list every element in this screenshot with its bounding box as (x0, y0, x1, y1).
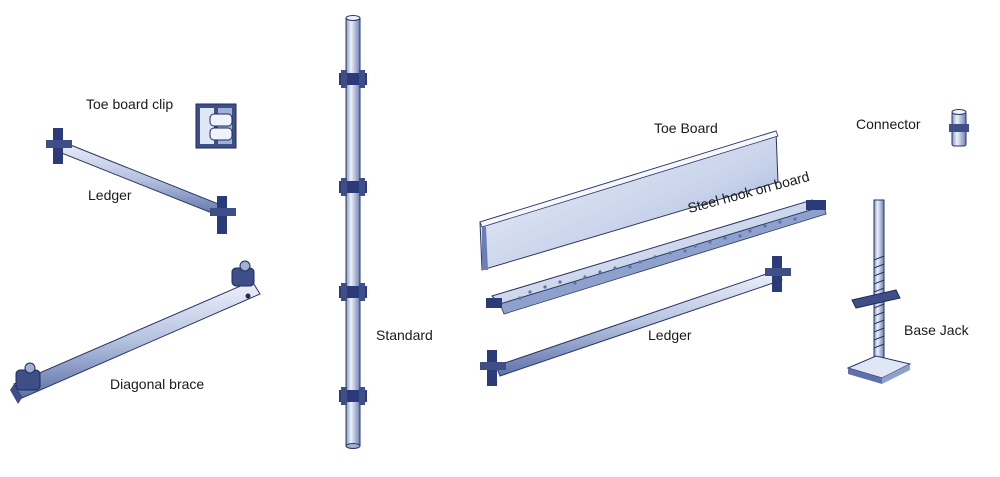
toe-board-clip (195, 103, 237, 149)
label-ledger-right: Ledger (648, 327, 692, 343)
base-jack-plate (846, 355, 912, 384)
ledger-left (46, 128, 236, 234)
standard-rosette (339, 387, 367, 405)
standard-rosette (339, 178, 367, 196)
steel-hook (486, 298, 502, 308)
ledger-right-end-fitting (480, 350, 506, 386)
base-jack (846, 199, 912, 384)
standard-rosette (339, 70, 367, 88)
label-toe-board: Toe Board (654, 120, 718, 136)
label-standard: Standard (376, 327, 433, 343)
standard (339, 15, 367, 449)
ledger-right (480, 256, 791, 386)
steel-hook (806, 200, 826, 210)
base-jack-thread (873, 255, 885, 349)
ledger-right-end-fitting (765, 256, 791, 292)
label-ledger-left: Ledger (88, 187, 132, 203)
label-base-jack: Base Jack (904, 322, 969, 338)
ledger-left-end-fitting (46, 128, 72, 164)
connector (949, 109, 969, 147)
standard-rosette (339, 283, 367, 301)
board-perforations (518, 217, 797, 300)
base-jack-nut (851, 289, 901, 309)
label-diagonal-brace: Diagonal brace (110, 376, 205, 392)
steel-board (486, 199, 827, 315)
toe-board (479, 130, 779, 271)
ledger-left-end-fitting (210, 196, 236, 234)
label-toe-board-clip: Toe board clip (86, 96, 174, 112)
brace-coupler (15, 362, 41, 391)
label-connector: Connector (856, 116, 921, 132)
diagonal-brace (10, 260, 261, 404)
brace-coupler (231, 260, 255, 287)
